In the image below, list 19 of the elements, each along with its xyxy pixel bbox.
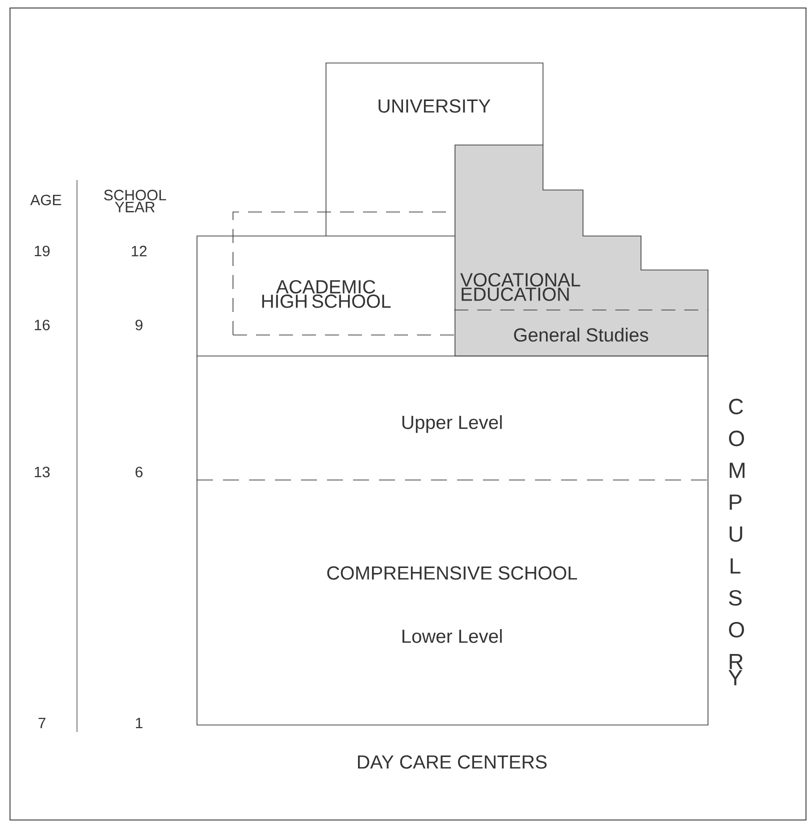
vertical-label: COMPULSORY — [728, 398, 744, 686]
year-number: 9 — [136, 320, 142, 330]
bottom-label: DAY CARE CENTERS — [358, 755, 547, 769]
age-number: 19 — [34, 246, 50, 256]
box-label: Upper Level — [402, 415, 502, 433]
year-number: 1 — [136, 718, 142, 728]
band-label: General Studies — [514, 328, 648, 342]
age-number: 16 — [34, 320, 50, 330]
box-label: UNIVERSITY — [378, 99, 490, 113]
year-number: 12 — [132, 246, 147, 256]
box-label: ACADEMIC HIGH SCHOOL — [262, 280, 391, 308]
age-number: 7 — [38, 718, 46, 728]
age-number: 13 — [34, 466, 50, 478]
box-label: Lower Level — [402, 629, 502, 643]
box-label: VOCATIONAL EDUCATION — [460, 273, 580, 301]
axis-heading: SCHOOL YEAR — [104, 190, 166, 212]
year-number: 6 — [136, 466, 142, 478]
axis-heading: AGE — [30, 194, 62, 206]
box-label: COMPREHENSIVE SCHOOL — [327, 566, 578, 580]
